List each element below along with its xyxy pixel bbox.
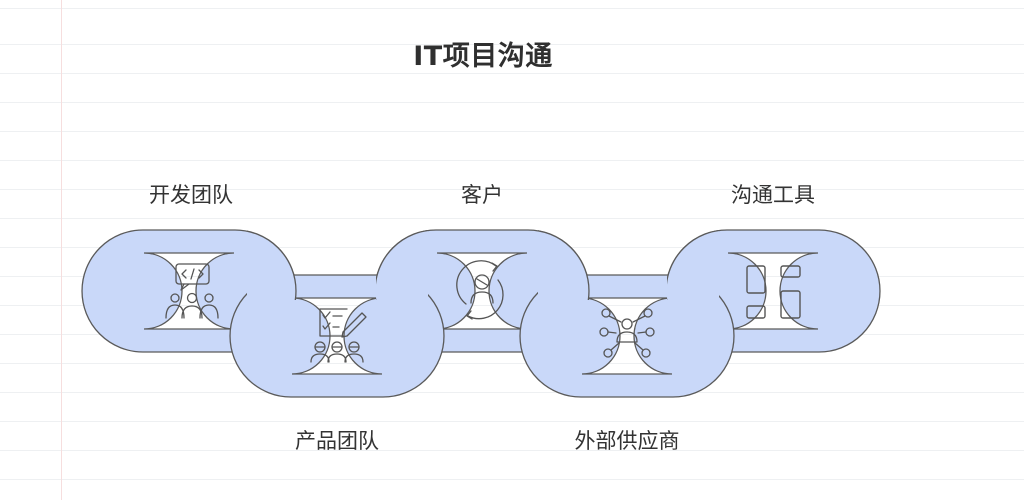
- customer-cycle-icon: [456, 260, 504, 320]
- label-external-supplier: 外部供应商: [574, 429, 680, 453]
- tools-layout-icon: [746, 265, 801, 319]
- label-product-team: 产品团队: [295, 429, 379, 453]
- margin-line: [61, 0, 62, 500]
- supplier-network-icon: [599, 308, 655, 358]
- developer-team-icon: [165, 263, 219, 319]
- product-team-icon: [310, 308, 367, 363]
- label-dev-team: 开发团队: [149, 183, 233, 207]
- diagram-title: IT项目沟通: [413, 41, 553, 72]
- label-customer: 客户: [461, 183, 503, 207]
- label-comm-tools: 沟通工具: [731, 183, 815, 207]
